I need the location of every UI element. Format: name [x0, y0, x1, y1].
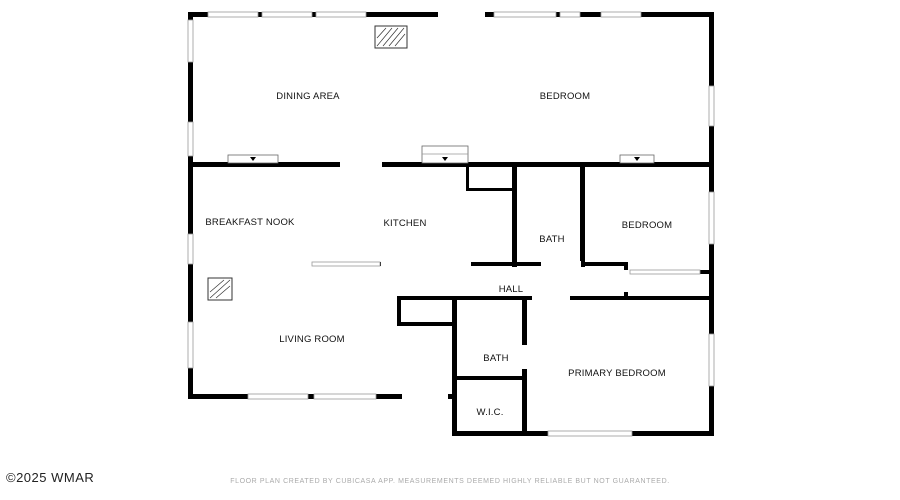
vent-arrow-icon-3 — [619, 154, 655, 164]
vent-arrow-icon — [227, 154, 279, 164]
label-kitchen: KITCHEN — [383, 218, 426, 229]
label-dining-area: DINING AREA — [276, 91, 340, 102]
label-primary-bedroom: PRIMARY BEDROOM — [568, 368, 666, 379]
label-hall: HALL — [499, 284, 524, 295]
fixtures — [207, 25, 701, 301]
label-bath-lower: BATH — [483, 353, 508, 364]
label-bath-upper: BATH — [539, 234, 564, 245]
fireplace-icon — [374, 25, 408, 49]
label-breakfast-nook: BREAKFAST NOOK — [205, 217, 295, 228]
floor-plan: DINING AREA BEDROOM BREAKFAST NOOK KITCH… — [187, 11, 715, 437]
watermark: ©2025 WMAR — [6, 470, 95, 485]
closet-shelf — [629, 269, 701, 275]
label-living-room: LIVING ROOM — [279, 334, 345, 345]
label-bedroom-top: BEDROOM — [540, 91, 591, 102]
vent-arrow-icon-2 — [421, 145, 469, 164]
room-labels: DINING AREA BEDROOM BREAKFAST NOOK KITCH… — [205, 91, 672, 418]
label-bedroom-right: BEDROOM — [622, 220, 673, 231]
disclaimer: FLOOR PLAN CREATED BY CUBICASA APP. MEAS… — [230, 478, 670, 485]
door-openings — [340, 11, 629, 400]
label-wic: W.I.C. — [476, 407, 503, 418]
windows — [187, 11, 715, 437]
hearth-icon — [207, 277, 233, 301]
